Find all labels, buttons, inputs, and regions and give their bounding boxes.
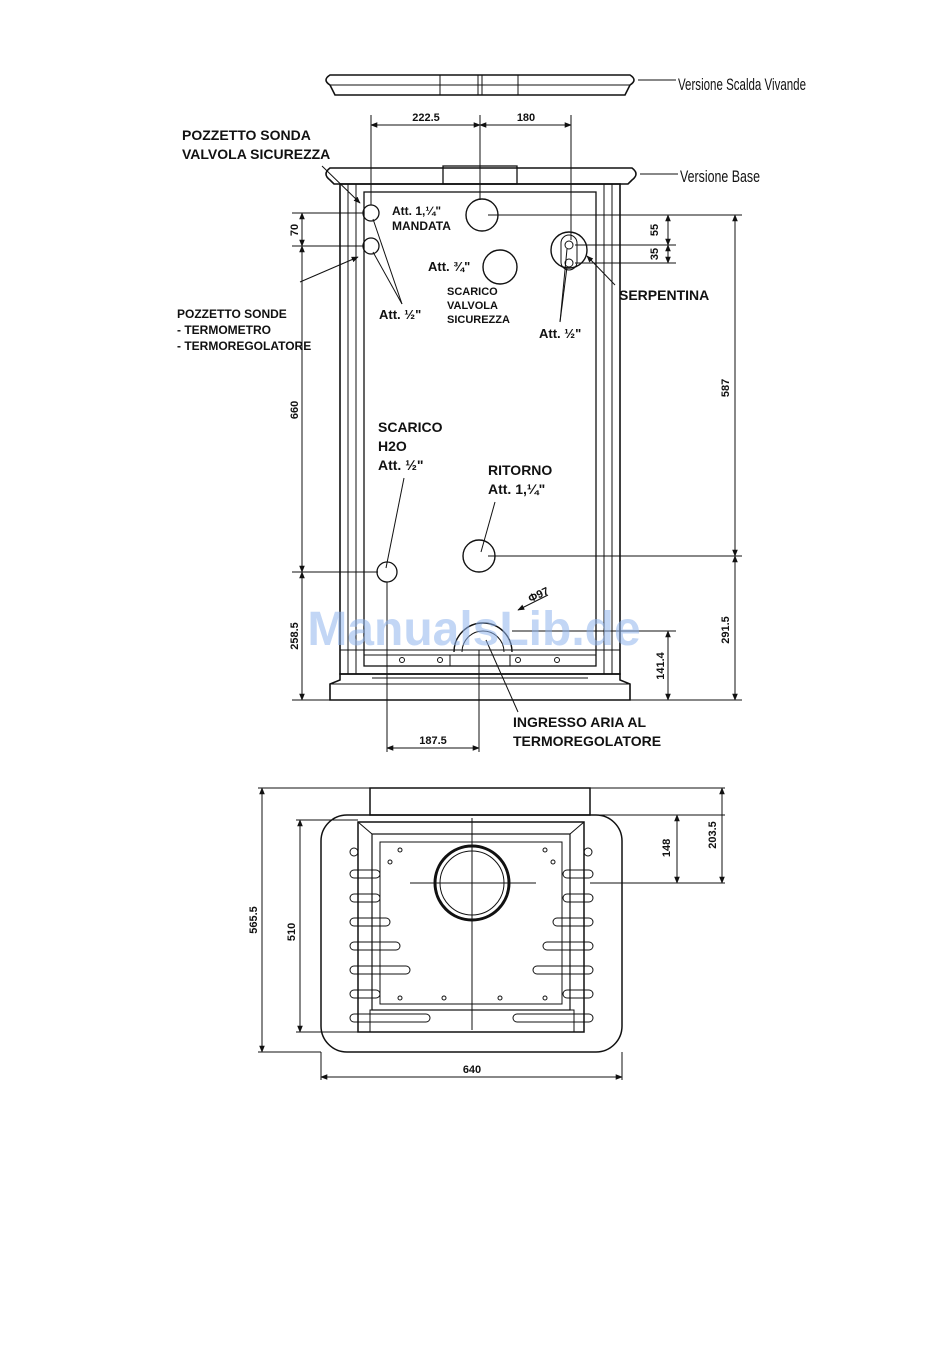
dim-35: 35 — [649, 248, 661, 260]
dim-180: 180 — [517, 112, 535, 124]
label-mandata: MANDATA — [392, 219, 451, 233]
dim-148: 148 — [661, 839, 673, 857]
label-versione-scalda-vivande: Versione Scalda Vivande — [678, 75, 806, 94]
label-serpentina: SERPENTINA — [619, 287, 709, 303]
dimension-lines — [299, 122, 738, 751]
label-ingresso-aria: INGRESSO ARIA AL — [513, 714, 646, 730]
pozzetto-sonda-circle — [362, 204, 380, 222]
dim-55: 55 — [649, 224, 661, 236]
scalda-vivande-plate — [325, 74, 676, 96]
serpentina-outer — [550, 231, 588, 269]
label-termoregolatore: TERMOREGOLATORE — [513, 733, 661, 749]
label-termometro: - TERMOMETRO — [177, 323, 271, 337]
label-termoregolatore-probe: - TERMOREGOLATORE — [177, 339, 311, 353]
dim-187-5: 187.5 — [419, 735, 447, 747]
label-att-114-mandata: Att. 1,¼" — [392, 204, 441, 218]
right-fins — [512, 847, 594, 1023]
base-top-plate — [325, 165, 678, 185]
label-att-34: Att. ¾" — [428, 259, 470, 274]
watermark: ManualsLib.de — [307, 603, 640, 656]
dim-222-5: 222.5 — [412, 112, 440, 124]
label-ritorno: RITORNO — [488, 462, 552, 478]
label-pozzetto-sonda: POZZETTO SONDA — [182, 127, 311, 143]
front-view: Versione Scalda Vivande Versione Base — [177, 74, 806, 752]
top-view: 565.5 510 148 203.5 640 — [248, 787, 725, 1080]
label-scarico-valvola-1: SCARICO — [447, 286, 498, 298]
dim-565-5: 565.5 — [248, 906, 260, 934]
label-valvola-sicurezza: VALVOLA SICUREZZA — [182, 146, 330, 162]
extension-lines — [292, 115, 742, 752]
dim-141-4: 141.4 — [655, 651, 667, 679]
leader-lines — [299, 165, 616, 713]
label-versione-base: Versione Base — [680, 167, 760, 186]
ingresso-aria-arc — [453, 622, 513, 653]
dim-587: 587 — [720, 379, 732, 397]
dim-203-5: 203.5 — [707, 821, 719, 849]
dim-258-5: 258.5 — [289, 622, 301, 650]
label-scarico-h2o-1: SCARICO — [378, 419, 443, 435]
scarico-valvola-circle — [482, 249, 518, 285]
dim-291-5: 291.5 — [720, 616, 732, 644]
label-scarico-h2o-2: H2O — [378, 438, 407, 454]
label-att-12-right: Att. ½" — [539, 326, 581, 341]
label-ritorno-att: Att. 1,¼" — [488, 481, 545, 497]
label-att-12-left: Att. ½" — [379, 307, 421, 322]
label-pozzetto-sonde: POZZETTO SONDE — [177, 307, 287, 321]
label-scarico-valvola-3: SICUREZZA — [447, 314, 510, 326]
left-fins — [349, 847, 431, 1023]
dim-660: 660 — [289, 401, 301, 419]
dim-640: 640 — [463, 1064, 481, 1076]
label-scarico-h2o-3: Att. ½" — [378, 457, 424, 473]
pozzetto-sonde-circle — [362, 237, 380, 255]
dim-510: 510 — [286, 923, 298, 941]
label-scarico-valvola-2: VALVOLA — [447, 300, 498, 312]
dim-70: 70 — [289, 224, 301, 236]
